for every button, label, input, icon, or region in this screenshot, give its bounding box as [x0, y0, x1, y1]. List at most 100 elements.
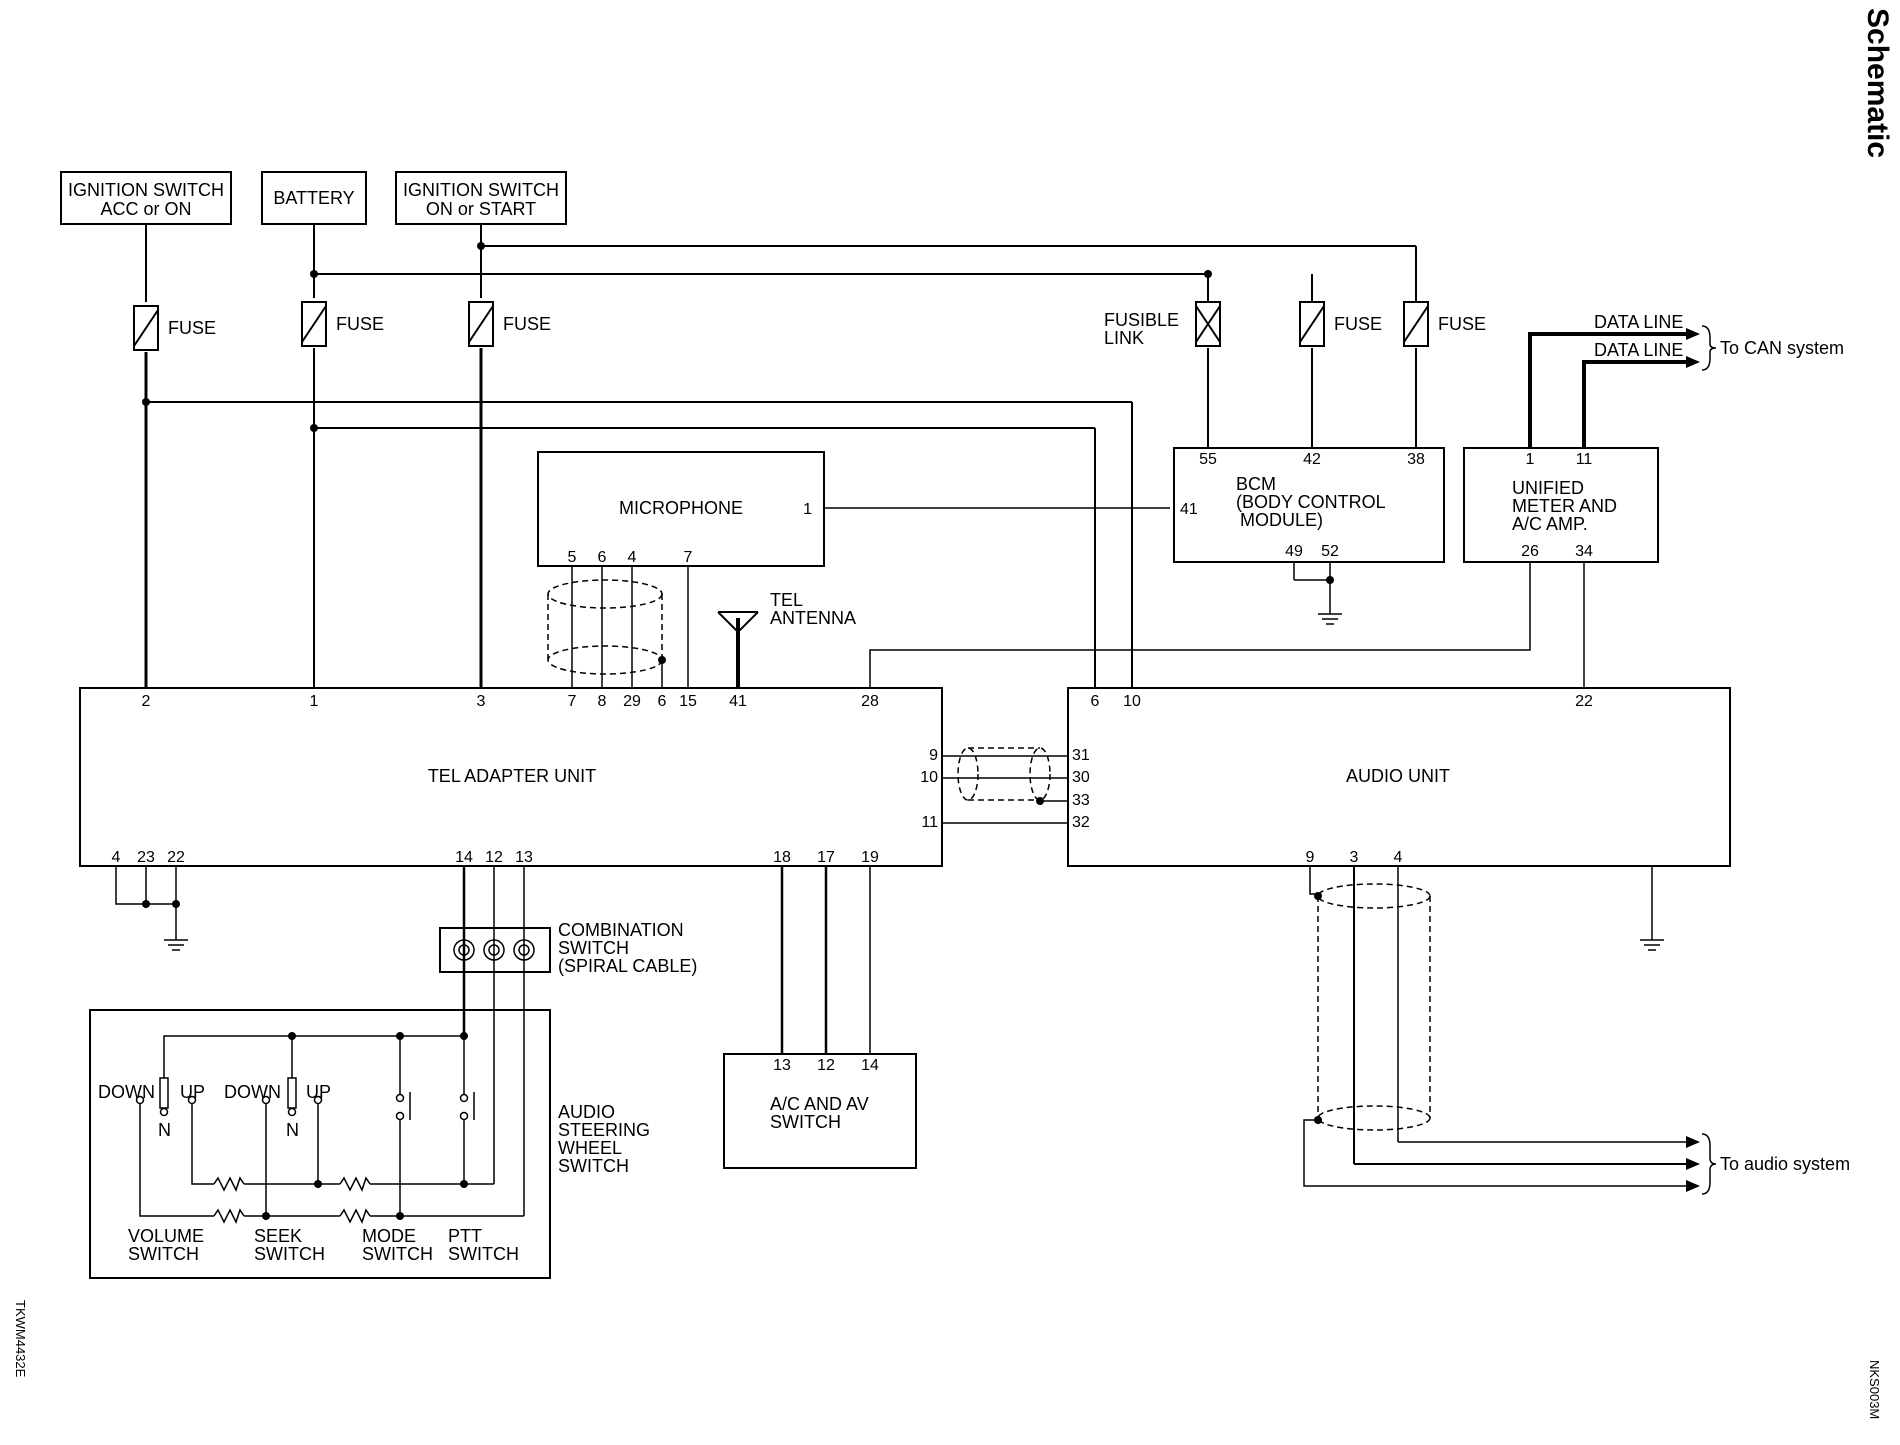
tel-pin-23: 23 — [137, 849, 155, 866]
seek-switch-line1: SEEK — [254, 1226, 302, 1246]
mic-shield-drain — [658, 656, 666, 664]
volume-down-label: DOWN — [98, 1082, 155, 1102]
tel-pin-4: 4 — [112, 849, 121, 866]
seek-n-label: N — [286, 1120, 299, 1140]
tel-pin-41: 41 — [729, 693, 747, 710]
ac-av-line2: SWITCH — [770, 1112, 841, 1132]
meter-pin-34: 34 — [1575, 543, 1593, 560]
fusible-link-line1: FUSIBLE — [1104, 310, 1179, 330]
audio-arrows — [1686, 1136, 1700, 1192]
to-can-label: To CAN system — [1720, 338, 1844, 358]
tel-antenna-line1: TEL — [770, 590, 803, 610]
data-line-label-1: DATA LINE — [1594, 312, 1683, 332]
tel-pin-18: 18 — [773, 849, 791, 866]
ac-av-wires — [780, 866, 871, 1054]
volume-switch-contacts — [135, 1077, 197, 1117]
battery-label: BATTERY — [273, 188, 354, 208]
ptt-switch-contacts — [459, 1092, 475, 1121]
audio-pin-6: 6 — [1091, 693, 1100, 710]
tel-ground — [115, 866, 188, 951]
steering-splices — [262, 1032, 468, 1220]
tel-pin-13: 13 — [515, 849, 533, 866]
bcm-pin-38: 38 — [1407, 451, 1425, 468]
steering-resistors — [213, 1176, 371, 1224]
audio-pin-3: 3 — [1350, 849, 1359, 866]
ac-av-pin-12: 12 — [817, 1057, 835, 1074]
audio-pin-4: 4 — [1394, 849, 1403, 866]
audio-pin-22: 22 — [1575, 693, 1593, 710]
mic-pin-6: 6 — [598, 549, 607, 566]
microphone-label: MICROPHONE — [619, 498, 743, 518]
bcm-line2: (BODY CONTROL — [1236, 492, 1386, 512]
can-brace — [1701, 325, 1717, 371]
mic-pin-4: 4 — [628, 549, 637, 566]
mode-switch-contacts — [395, 1092, 411, 1121]
steering-label-1: AUDIO — [558, 1102, 615, 1122]
source-ignition-acc: IGNITION SWITCH ACC or ON — [60, 171, 232, 225]
seek-down-label: DOWN — [224, 1082, 281, 1102]
fuse-label-1: FUSE — [168, 318, 216, 338]
bcm-line1: BCM — [1236, 474, 1276, 494]
ign-acc-line2: ACC or ON — [100, 199, 191, 219]
volume-switch-line1: VOLUME — [128, 1226, 204, 1246]
fuse-label-3: FUSE — [503, 314, 551, 334]
ac-av-switch: A/C AND AV SWITCH 13 12 14 — [723, 1053, 917, 1169]
seek-up-label: UP — [306, 1082, 331, 1102]
ac-av-pin-14: 14 — [861, 1057, 879, 1074]
data-line-arrows — [1686, 328, 1700, 368]
tel-pin-11: 11 — [921, 814, 938, 831]
fusible-link-line2: LINK — [1104, 328, 1144, 348]
audio-ground — [1640, 866, 1664, 951]
fuse-ign-on: FUSE — [468, 301, 551, 347]
mic-pin-1: 1 — [803, 501, 812, 518]
bcm: BCM (BODY CONTROL MODULE) 55 42 38 41 49… — [1173, 447, 1445, 563]
ign-on-line1: IGNITION SWITCH — [403, 180, 559, 200]
ign-acc-line1: IGNITION SWITCH — [68, 180, 224, 200]
audio-pin-9: 9 — [1306, 849, 1315, 866]
tel-pin-2: 2 — [142, 693, 151, 710]
meter-line3: A/C AMP. — [1512, 514, 1588, 534]
tel-pin-15: 15 — [679, 693, 697, 710]
data-lines — [1528, 332, 1690, 448]
ptt-switch-line1: PTT — [448, 1226, 482, 1246]
tel-pin-12: 12 — [485, 849, 503, 866]
fuse-battery: FUSE — [301, 301, 384, 347]
ptt-switch-line2: SWITCH — [448, 1244, 519, 1264]
bcm-ground — [1293, 562, 1342, 625]
bcm-pin-52: 52 — [1321, 543, 1339, 560]
audio-shield — [1317, 883, 1431, 1131]
tel-pin-17: 17 — [817, 849, 835, 866]
audio-unit: AUDIO UNIT 6 10 22 31 30 33 32 9 3 4 — [1067, 687, 1731, 867]
data-line-label-2: DATA LINE — [1594, 340, 1683, 360]
audio-shield-dot-1 — [1314, 892, 1322, 900]
tel-audio-wires — [942, 755, 1068, 824]
tel-pin-28: 28 — [861, 693, 879, 710]
mode-switch-line1: MODE — [362, 1226, 416, 1246]
tel-adapter-unit: TEL ADAPTER UNIT 2 1 3 7 8 29 6 15 41 28… — [79, 687, 943, 867]
comb-switch-line2: SWITCH — [558, 938, 629, 958]
audio-pin-33: 33 — [1072, 792, 1090, 809]
audio-shield-dot-2 — [1314, 1116, 1322, 1124]
page-title: Schematic — [1861, 8, 1894, 158]
steering-label-2: STEERING — [558, 1120, 650, 1140]
steering-wiring — [139, 1035, 524, 1217]
bcm-line3: MODULE) — [1240, 510, 1323, 530]
fuse-label-2: FUSE — [336, 314, 384, 334]
tel-ground-splice-2 — [172, 900, 180, 908]
microphone: MICROPHONE 1 5 6 4 7 — [537, 451, 825, 567]
steering-label-3: WHEEL — [558, 1138, 622, 1158]
figure-code-left: TKWM4432E — [13, 1300, 28, 1378]
comb-switch-line1: COMBINATION — [558, 920, 684, 940]
tel-pin-1: 1 — [310, 693, 319, 710]
source-ignition-on: IGNITION SWITCH ON or START — [395, 171, 567, 225]
fuse-label-4: FUSE — [1334, 314, 1382, 334]
seek-switch-line2: SWITCH — [254, 1244, 325, 1264]
tel-ground-splice-1 — [142, 900, 150, 908]
meter-pin-26: 26 — [1521, 543, 1539, 560]
unified-meter: UNIFIED METER AND A/C AMP. 1 11 26 34 — [1463, 447, 1659, 563]
bcm-pin-42: 42 — [1303, 451, 1321, 468]
tel-pin-14: 14 — [455, 849, 473, 866]
bcm-pin-49: 49 — [1285, 543, 1303, 560]
